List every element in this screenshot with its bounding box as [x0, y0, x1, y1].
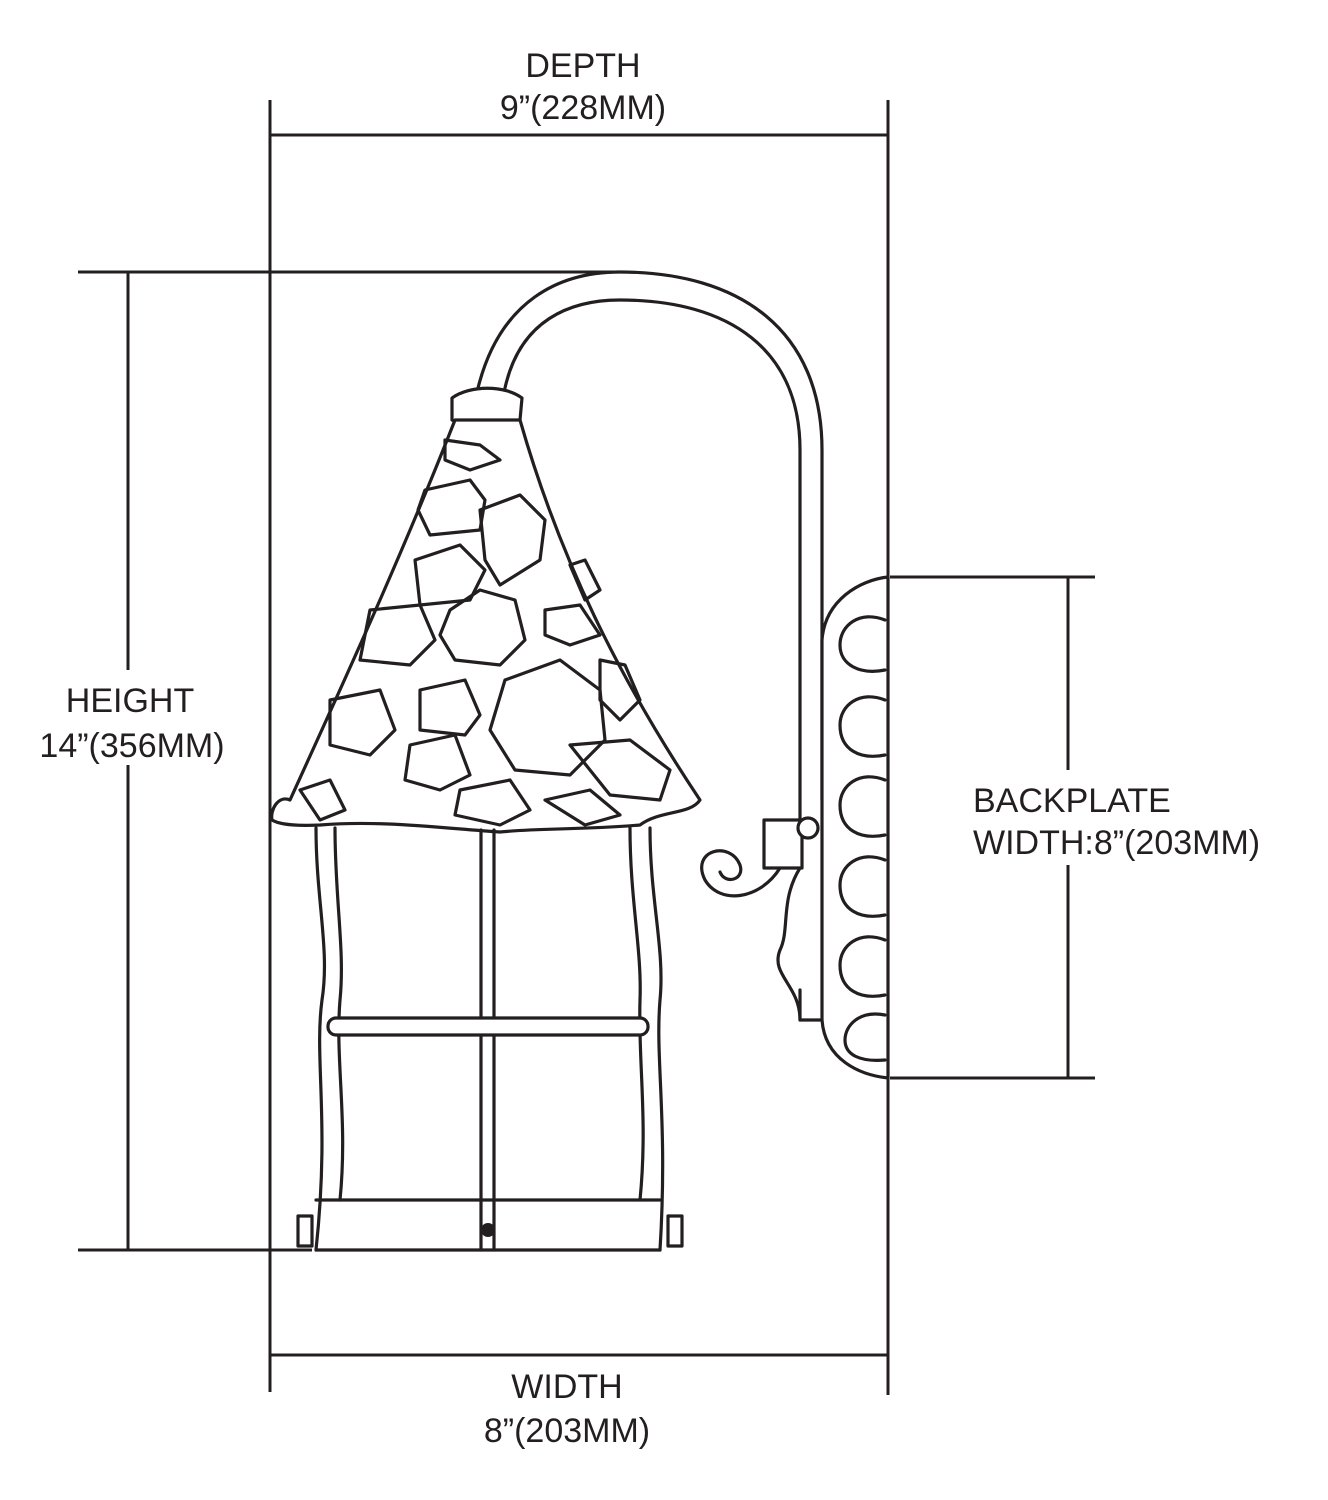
depth-dimension: DEPTH 9”(228MM) [268, 47, 890, 1395]
width-label: WIDTH [511, 1368, 622, 1406]
width-dimension: WIDTH 8”(203MM) [270, 1353, 888, 1450]
backplate-value: WIDTH:8”(203MM) [973, 824, 1260, 862]
height-label: HEIGHT [66, 682, 194, 720]
height-dimension: HEIGHT 14”(356MM) [39, 270, 620, 1252]
backplate-label: BACKPLATE [973, 782, 1171, 820]
height-value: 14”(356MM) [39, 727, 224, 765]
backplate-dimension: BACKPLATE WIDTH:8”(203MM) [890, 575, 1305, 1080]
depth-value: 9”(228MM) [500, 89, 666, 127]
depth-label: DEPTH [525, 47, 640, 85]
lantern-drawing [270, 270, 890, 1252]
width-value: 8”(203MM) [484, 1412, 650, 1450]
